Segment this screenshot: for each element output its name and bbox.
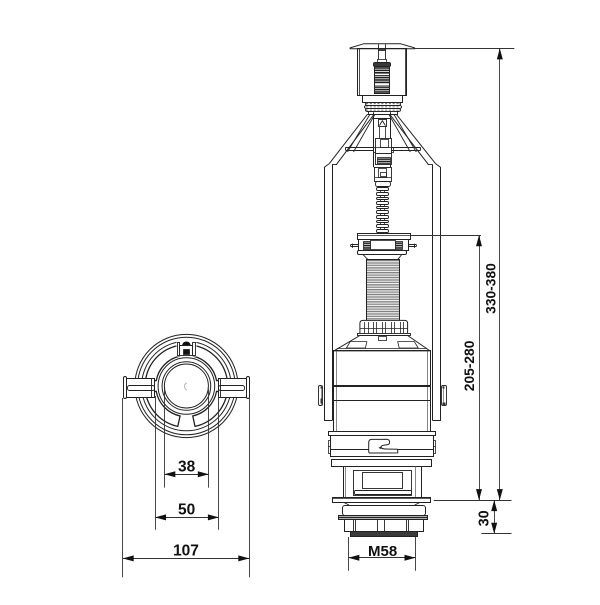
svg-text:330-380: 330-380	[484, 263, 499, 314]
svg-text:205-280: 205-280	[462, 340, 477, 391]
svg-text:M58: M58	[368, 543, 397, 560]
svg-text:30: 30	[477, 510, 493, 526]
svg-text:50: 50	[178, 502, 195, 519]
svg-text:38: 38	[178, 458, 196, 475]
svg-text:107: 107	[173, 542, 199, 559]
